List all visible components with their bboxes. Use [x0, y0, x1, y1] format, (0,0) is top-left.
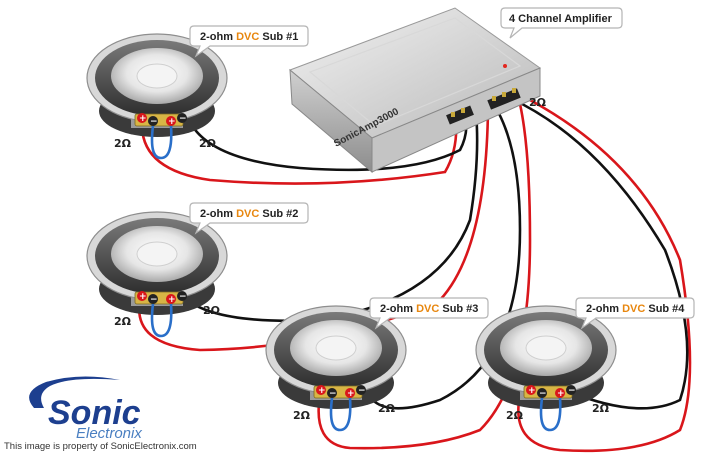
- sub3-callout-suffix: Sub #3: [439, 303, 478, 315]
- svg-text:−: −: [179, 114, 187, 124]
- sub4-callout-prefix: 2-ohm: [586, 303, 622, 315]
- svg-text:+: +: [139, 292, 147, 302]
- svg-text:−: −: [539, 389, 547, 399]
- svg-text:−: −: [568, 386, 576, 396]
- logo-wordmark: Sonic: [48, 394, 141, 432]
- sub2-negative-wire: [183, 110, 479, 323]
- svg-text:−: −: [150, 295, 158, 305]
- svg-text:−: −: [329, 389, 337, 399]
- sub4-coil-jumper: [539, 397, 562, 432]
- svg-text:+: +: [528, 386, 536, 396]
- subwoofer-3: + − + − 2Ω 2Ω: [265, 305, 407, 432]
- sonic-electronix-logo: Sonic Electronix: [29, 376, 142, 442]
- sub1-callout-prefix: 2-ohm: [200, 31, 236, 43]
- svg-text:2-ohm DVC Sub #3: 2-ohm DVC Sub #3: [380, 303, 478, 315]
- svg-text:−: −: [179, 292, 187, 302]
- svg-text:+: +: [557, 389, 565, 399]
- subwoofer-2: + − + − 2Ω 2Ω: [86, 211, 228, 338]
- svg-text:2-ohm DVC Sub #2: 2-ohm DVC Sub #2: [200, 208, 298, 220]
- sub3-callout-prefix: 2-ohm: [380, 303, 416, 315]
- svg-text:+: +: [168, 117, 176, 127]
- sub2-coil-left-label: 2Ω: [114, 315, 132, 328]
- sub2-callout-prefix: 2-ohm: [200, 208, 236, 220]
- sub3-callout: 2-ohm DVC Sub #3: [369, 297, 489, 330]
- sub4-positive-wire: [517, 98, 692, 453]
- amplifier-load-label: 2Ω: [529, 96, 547, 109]
- sub1-positive-wire: [140, 118, 458, 185]
- swoosh-logo: [29, 376, 121, 408]
- amplifier-callout-label: 4 Channel Amplifier: [509, 13, 613, 25]
- sub1-callout: 2-ohm DVC Sub #1: [189, 25, 309, 58]
- svg-text:−: −: [358, 386, 366, 396]
- sub3-positive-wire: [317, 102, 532, 450]
- sub2-coil-right-label: 2Ω: [203, 304, 221, 317]
- sub4-callout-suffix: Sub #4: [645, 303, 685, 315]
- logo-subtext: Electronix: [76, 425, 142, 442]
- svg-text:+: +: [168, 295, 176, 305]
- amplifier-callout: 4 Channel Amplifier: [500, 7, 623, 39]
- sub4-coil-right-label: 2Ω: [592, 402, 610, 415]
- svg-text:+: +: [318, 386, 326, 396]
- sub1-coil-right-label: 2Ω: [199, 137, 217, 150]
- sub3-callout-dvc: DVC: [416, 303, 439, 315]
- svg-text:+: +: [347, 389, 355, 399]
- sub3-coil-right-label: 2Ω: [378, 402, 396, 415]
- sub4-callout: 2-ohm DVC Sub #4: [575, 297, 695, 330]
- sub4-callout-dvc: DVC: [622, 303, 645, 315]
- sub1-coil-jumper: [150, 125, 173, 160]
- sub4-coil-left-label: 2Ω: [506, 409, 524, 422]
- svg-text:2-ohm DVC Sub #1: 2-ohm DVC Sub #1: [200, 31, 298, 43]
- sub2-coil-jumper: [150, 303, 173, 338]
- sub3-terminals: + − + −: [316, 385, 366, 399]
- svg-text:−: −: [150, 117, 158, 127]
- sub1-coil-left-label: 2Ω: [114, 137, 132, 150]
- sub2-callout-dvc: DVC: [236, 208, 259, 220]
- svg-text:+: +: [139, 114, 147, 124]
- svg-text:2-ohm DVC Sub #4: 2-ohm DVC Sub #4: [586, 303, 685, 315]
- sub2-callout-suffix: Sub #2: [259, 208, 298, 220]
- image-credit: This image is property of SonicElectroni…: [4, 441, 197, 452]
- sub2-terminals: + − + −: [137, 291, 187, 305]
- sub2-callout: 2-ohm DVC Sub #2: [189, 202, 309, 235]
- amplifier-top-panel: [308, 17, 522, 127]
- sub1-callout-suffix: Sub #1: [259, 31, 298, 43]
- sub4-terminals: + − + −: [526, 385, 576, 399]
- sub3-coil-left-label: 2Ω: [293, 409, 311, 422]
- amplifier: SonicAmp3000 2Ω: [289, 7, 547, 174]
- sub1-terminals: + − + −: [137, 113, 187, 127]
- subwoofer-4: + − + − 2Ω 2Ω: [475, 305, 617, 432]
- sub1-callout-dvc: DVC: [236, 31, 259, 43]
- sub3-coil-jumper: [329, 397, 352, 432]
- subwoofer-1: + − + − 2Ω 2Ω: [86, 33, 228, 160]
- amplifier-power-led: [503, 64, 507, 68]
- amplifier-terminal-block: [446, 88, 521, 125]
